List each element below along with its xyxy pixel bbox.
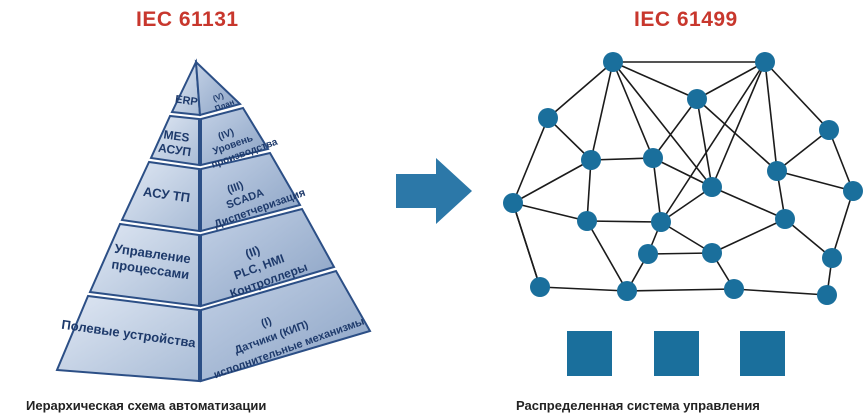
network-edge <box>711 218 786 254</box>
network-edge <box>512 202 541 288</box>
network-node <box>503 193 523 213</box>
network-node <box>817 285 837 305</box>
network-node <box>538 108 558 128</box>
network-edge <box>764 61 778 172</box>
network-edge <box>612 61 698 100</box>
network-node <box>775 209 795 229</box>
network-edge <box>696 98 778 172</box>
network-edge <box>696 98 713 188</box>
automation-pyramid: ERP MESАСУП АСУ ТП Управлениепроцессами … <box>55 58 372 383</box>
network-edge <box>586 159 592 222</box>
network-edge <box>626 288 735 292</box>
transition-arrow <box>396 158 472 224</box>
network-node <box>702 177 722 197</box>
network-edge <box>711 61 766 188</box>
network-edge <box>590 61 614 161</box>
network-edge <box>711 186 786 220</box>
network-node <box>603 52 623 72</box>
network-edge <box>764 61 830 131</box>
level-name-erp: ERP <box>174 94 198 109</box>
pyramid-level-mes <box>149 106 270 167</box>
network-edge <box>784 218 833 259</box>
field-device-box <box>654 331 699 376</box>
network-edge <box>733 288 828 296</box>
network-node <box>643 148 663 168</box>
network-edge <box>828 129 854 192</box>
network-node <box>724 279 744 299</box>
network-node <box>819 120 839 140</box>
network-edge <box>612 61 654 159</box>
pyramid-level-asutp <box>120 151 302 233</box>
network-edge <box>660 61 766 223</box>
field-device-box <box>740 331 785 376</box>
network-edge <box>831 190 854 259</box>
network-edge <box>776 129 830 172</box>
iec-61131-title: IEC 61131 <box>136 8 239 31</box>
network-edge <box>512 117 549 204</box>
network-edge <box>776 170 854 192</box>
network-node <box>843 181 863 201</box>
network-node <box>581 150 601 170</box>
network-nodes <box>503 52 863 305</box>
level-name-mes: MESАСУП <box>157 127 194 159</box>
pyramid-level-field <box>55 269 372 383</box>
network-node <box>767 161 787 181</box>
network-edge <box>539 286 628 292</box>
network-edge <box>512 202 588 222</box>
network-edge <box>586 220 628 292</box>
network-edge <box>586 220 662 223</box>
network-edge <box>512 159 592 204</box>
distributed-caption: Распределенная система управления <box>516 398 760 413</box>
field-device-box <box>567 331 612 376</box>
network-edge <box>652 98 698 159</box>
network-edges <box>512 61 854 296</box>
network-edge <box>590 157 654 161</box>
network-devices <box>567 331 785 376</box>
network-edge <box>696 61 766 100</box>
network-edge <box>647 252 713 255</box>
network-edge <box>547 117 592 161</box>
network-node <box>822 248 842 268</box>
network-node <box>638 244 658 264</box>
network-edge <box>612 61 713 188</box>
network-node <box>687 89 707 109</box>
level-desc-asutp: (III) SCADA Диспетчеризация <box>203 160 307 230</box>
pyramid-level-control <box>88 207 336 308</box>
network-edge <box>652 157 662 223</box>
network-node <box>577 211 597 231</box>
network-node <box>755 52 775 72</box>
network-edge <box>660 186 713 223</box>
iec-61499-title: IEC 61499 <box>634 8 738 31</box>
network-edge <box>652 157 713 188</box>
network-edge <box>547 61 614 119</box>
level-name-asutp: АСУ ТП <box>142 184 191 205</box>
network-node <box>617 281 637 301</box>
pyramid-level-erp <box>170 58 242 117</box>
network-node <box>702 243 722 263</box>
network-node <box>530 277 550 297</box>
hierarchy-caption: Иерархическая схема автоматизации <box>26 398 267 413</box>
network-node <box>651 212 671 232</box>
